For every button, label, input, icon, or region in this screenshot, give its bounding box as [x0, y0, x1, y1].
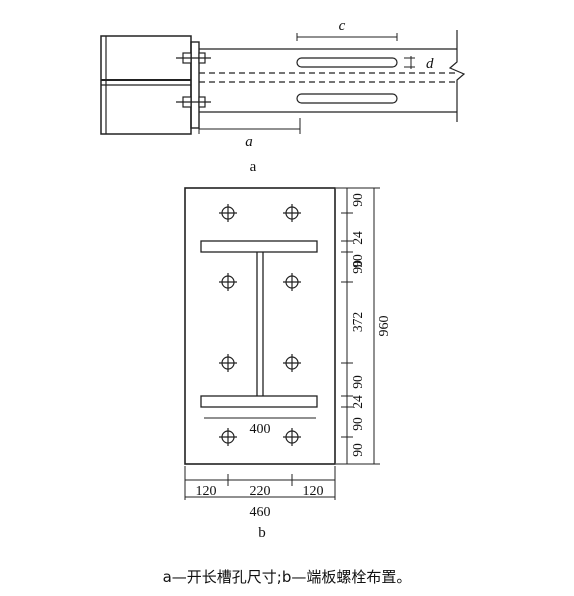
h-section: [200, 240, 318, 408]
figure-caption: a—开长槽孔尺寸;b—端板螺栓布置。: [162, 568, 412, 586]
end-plate-outline: [184, 187, 336, 465]
dim-right-text: 90: [350, 260, 365, 274]
dim-total-width-text: 460: [250, 505, 271, 520]
bolt-upper: [176, 52, 211, 64]
dim-right-text: 90: [350, 417, 365, 431]
bolt-hole: [283, 204, 301, 222]
dim-right-ticks: [336, 187, 380, 465]
slot-upper: [296, 57, 398, 68]
dim-right-text: 372: [350, 312, 365, 332]
dim-right-text: 24: [350, 395, 365, 409]
bolt-hole: [219, 273, 237, 291]
bolt-hole: [283, 354, 301, 372]
dim-c-label: c: [339, 18, 346, 34]
end-plate: [190, 41, 200, 129]
dim-bottom-text: 120: [303, 484, 324, 499]
figure-b: [184, 187, 380, 500]
dim-total-height-text: 960: [377, 316, 392, 337]
dim-right-text: 24: [350, 231, 365, 245]
dim-right-text: 90: [350, 375, 365, 389]
dim-bottom-text: 220: [250, 484, 271, 499]
figure-a-label: a: [250, 159, 257, 175]
bolt-hole: [283, 428, 301, 446]
dim-right-text: 90: [350, 193, 365, 207]
dim-bottom-text: 120: [196, 484, 217, 499]
bolt-lower: [176, 96, 211, 108]
dim-flange-width-text: 400: [250, 422, 271, 437]
bolt-hole: [219, 354, 237, 372]
dim-right-text: 90: [350, 254, 365, 268]
slot-lower: [296, 93, 398, 104]
dim-right-text: 90: [350, 443, 365, 457]
bolt-hole: [283, 273, 301, 291]
figure-b-label: b: [258, 525, 266, 541]
figure-a: [100, 30, 466, 135]
break-line: [448, 30, 466, 122]
dim-d-label: d: [426, 56, 434, 72]
bolt-hole: [219, 204, 237, 222]
bolt-hole: [219, 428, 237, 446]
dim-a-label: a: [245, 134, 253, 150]
